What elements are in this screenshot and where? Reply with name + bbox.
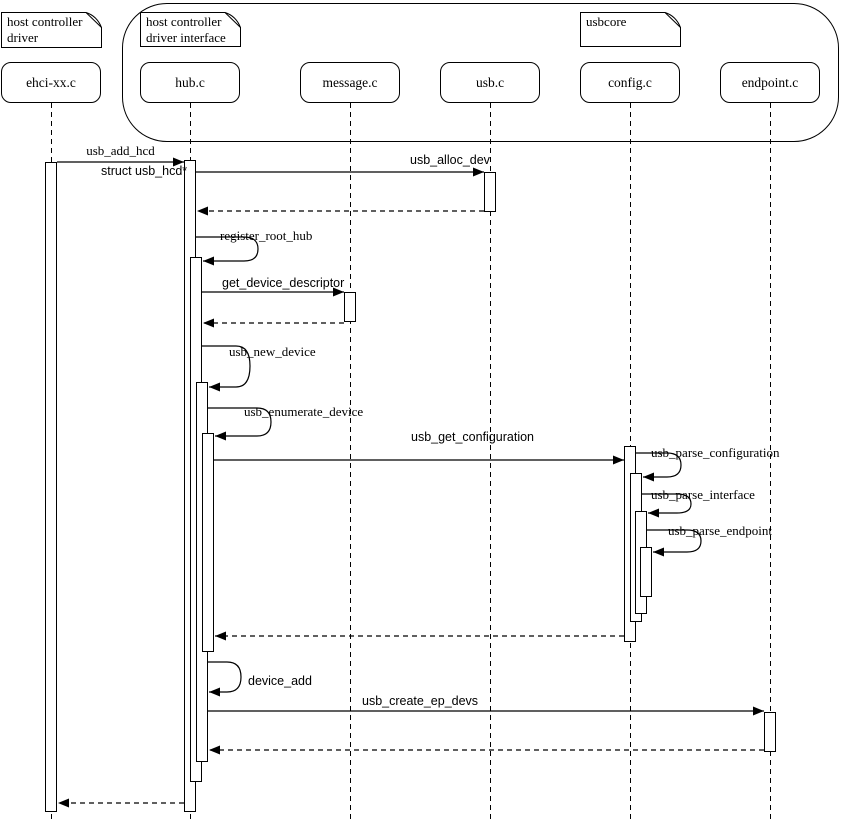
label-usb-get-configuration: usb_get_configuration <box>411 430 535 444</box>
label-register-root-hub: register_root_hub <box>220 228 313 243</box>
label-usb-parse-configuration: usb_parse_configuration <box>651 445 780 460</box>
note-text: host controller driver interface <box>146 14 226 45</box>
label-usb-parse-interface: usb_parse_interface <box>651 487 755 502</box>
label-usb-add-hcd: usb_add_hcd <box>86 143 155 158</box>
note-text: usbcore <box>586 14 627 29</box>
activation-ehci <box>45 162 57 812</box>
label-struct-usb-hcd: struct usb_hcd* <box>101 164 188 178</box>
lifeline-head-endpoint: endpoint.c <box>720 62 820 103</box>
activation-config-4 <box>640 547 652 597</box>
label-get-device-descriptor: get_device_descriptor <box>222 276 345 290</box>
note-shape <box>140 12 241 47</box>
note-hcd-interface: host controller driver interface <box>140 12 241 47</box>
note-host-controller-driver: host controller driver <box>1 12 102 48</box>
lifeline-label: endpoint.c <box>741 74 799 90</box>
label-usb-alloc-dev: usb_alloc_dev <box>410 153 490 167</box>
note-shape <box>580 12 681 47</box>
note-shape <box>1 12 102 48</box>
label-usb-enumerate-device: usb_enumerate_device <box>244 404 364 419</box>
activation-message <box>344 292 356 322</box>
lifeline-head-ehci: ehci-xx.c <box>1 62 101 103</box>
note-text: host controller driver <box>7 14 83 45</box>
lifeline-head-config: config.c <box>580 62 680 103</box>
label-usb-create-ep-devs: usb_create_ep_devs <box>362 694 479 708</box>
note-fold-icon <box>224 12 241 28</box>
lifeline-head-hub: hub.c <box>140 62 240 103</box>
lifeline-label: message.c <box>322 74 378 90</box>
label-device-add: device_add <box>248 674 312 688</box>
note-usbcore: usbcore <box>580 12 681 47</box>
lifeline-label: ehci-xx.c <box>26 74 76 90</box>
activation-hub-4 <box>202 433 214 652</box>
activation-endpoint <box>764 712 776 752</box>
label-usb-new-device: usb_new_device <box>229 344 316 359</box>
lifeline-label: hub.c <box>175 74 205 90</box>
activation-usb <box>484 172 496 212</box>
lifeline-head-message: message.c <box>300 62 400 103</box>
lifeline-label: usb.c <box>475 74 505 90</box>
note-fold-icon <box>664 12 681 28</box>
lifeline-label: config.c <box>608 74 652 90</box>
label-usb-parse-endpoint: usb_parse_endpoint <box>668 523 772 538</box>
lifeline-head-usb: usb.c <box>440 62 540 103</box>
note-fold-icon <box>85 12 102 28</box>
arrow-device-add <box>208 661 242 697</box>
usbcore-frame <box>122 3 839 142</box>
